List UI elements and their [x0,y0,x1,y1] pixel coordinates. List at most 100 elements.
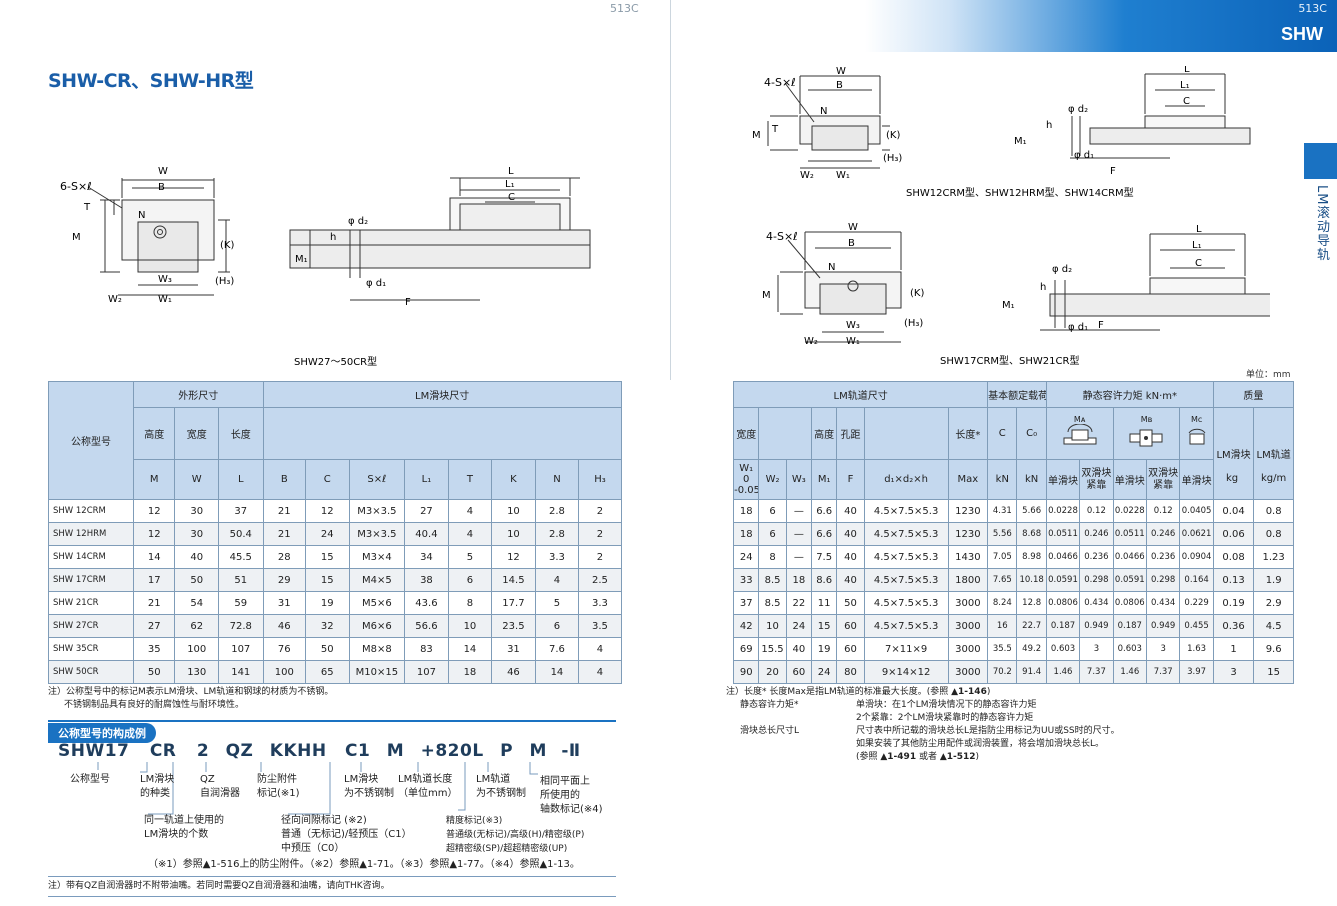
label-6-s: 6-S×ℓ [60,180,92,193]
label-d1: φ d₁ [1068,322,1088,333]
header-mc-label: Mᴄ [1190,414,1203,424]
header-gap [620,381,735,500]
cell-m1: 6.6 [810,522,838,546]
code-part-ss-rail: M [529,741,547,761]
header-w1-tol-upper: 0 [743,474,750,485]
cell-kgm: 15 [1253,660,1294,684]
header-mc-single: 单滑块 [1179,459,1214,500]
cell-f: 60 [836,637,865,661]
cell-mc: 3.97 [1179,660,1214,684]
header-w: W [174,459,219,500]
cell-max: 3000 [947,637,989,661]
cell-gap [620,545,735,569]
header-d-blank [863,407,949,460]
cell-ma1: 0.603 [1045,637,1081,661]
header-k: K [491,459,536,500]
cell-kg: 0.08 [1212,545,1255,569]
label-c: C [1195,258,1202,269]
header-mass: 质量 [1212,381,1295,408]
cell-gap [620,499,735,523]
header-w3: W₃ [785,459,813,500]
cell-c: 50 [305,637,350,661]
header-width: 宽度 [174,407,219,460]
header-block-c: C [305,459,350,500]
cell-l1: 83 [404,637,449,661]
header-moment: 静态容许力矩 kN·m* [1045,381,1214,408]
label-m1: M₁ [295,254,308,265]
cell-cc: 8.24 [987,591,1018,615]
cell-w1: 90 [733,660,760,684]
note-left-1: 注）公称型号中的标记M表示LM滑块、LM轨道和钢球的材质为不锈钢。 [48,687,334,697]
cell-w2: 20 [758,660,787,684]
note-moment-body: 单滑块：在1个LM滑块情况下的静态容许力矩 2个紧靠：2个LM滑块紧靠时的静态容… [856,699,1037,725]
cell-d: 4.5×7.5×5.3 [863,568,949,592]
page-divider [670,0,671,380]
header-sl: S×ℓ [348,459,406,500]
label-t: T [771,124,779,135]
figure-shw17-21: 4-S×ℓ W B N M (K) (H₃) W₃ W₂ W₁ L L₁ C φ… [762,222,1270,367]
label-w3: W₃ [158,274,172,285]
cell-sl: M3×4 [348,545,406,569]
cell-m1: 11 [810,591,838,615]
cell-m1: 24 [810,660,838,684]
mb-moment-icon [1129,429,1163,446]
label-m: M [72,232,81,243]
cell-mb1: 0.187 [1112,614,1147,638]
cell-w1: 69 [733,637,760,661]
ref-icon: ▲ [939,752,947,762]
cell-m1: 7.5 [810,545,838,569]
cell-mb1: 0.603 [1112,637,1147,661]
cell-w: 54 [174,591,219,615]
label-dust: 防尘附件 标记(※1) [257,773,300,801]
header-kn-2: kN [1016,459,1047,500]
label-qz-2: 自润滑器 [200,788,240,799]
header-max: Max [947,459,989,500]
cell-b: 21 [262,522,307,546]
cell-t: 8 [447,591,493,615]
cell-sl: M5×6 [348,591,406,615]
label-count-1: 同一轨道上使用的 [144,815,224,826]
cell-m: 12 [132,522,176,546]
label-block-type: LM滑块 的种类 [140,773,174,801]
cell-model: SHW 12HRM [48,522,134,546]
cell-mc: 0.164 [1179,568,1214,592]
cell-kgm: 2.9 [1253,591,1294,615]
cell-model: SHW 14CRM [48,545,134,569]
label-n: N [828,262,835,273]
note-total-ref-1[interactable]: 1-491 [887,752,917,762]
header-m: M [132,459,176,500]
note-moment-1: 单滑块：在1个LM滑块情况下的静态容许力矩 [856,700,1037,710]
code-part-clearance: C1 [345,741,371,761]
note-total-ref-2[interactable]: 1-512 [946,752,976,762]
cell-mb1: 0.0591 [1112,568,1147,592]
cell-model: SHW 21CR [48,591,134,615]
code-part-count: 2 [196,741,210,761]
example-code: SHW17 CR 2 QZ KKHH C1 M +820L P M -Ⅱ [58,741,618,761]
mass-unit-kg: kg [1226,473,1239,484]
cell-f: 40 [836,499,865,523]
mass-unit-kgm: kg/m [1261,473,1287,484]
label-c: C [1183,96,1190,107]
cell-mb2: 3 [1145,637,1181,661]
cell-sl: M6×6 [348,614,406,638]
cell-kg: 1 [1212,637,1255,661]
cell-m: 12 [132,499,176,523]
cell-max: 3000 [947,614,989,638]
cell-l: 37 [217,499,264,523]
label-rail-length-2: （单位mm） [398,788,458,799]
label-t: T [83,202,91,213]
cell-l: 107 [217,637,264,661]
cell-ma1: 0.0806 [1045,591,1081,615]
footer-note: 注）带有QZ自润滑器时不附带油嘴。若同时需要QZ自润滑器和油嘴，请向THK咨询。 [48,881,390,891]
cell-w3: 24 [785,614,813,638]
cell-m1: 19 [810,637,838,661]
label-accuracy-2: 普通级(无标记)/高级(H)/精密级(P) [446,830,585,840]
example-refs: （※1）参照▲1-516上的防尘附件。（※2）参照▲1-71。（※3）参照▲1-… [148,859,580,870]
header-b: B [262,459,307,500]
note-length-ref[interactable]: 1-146 [958,687,987,697]
label-l: L [1184,66,1190,75]
header-rail-blank [758,407,812,460]
label-d2: φ d₂ [348,216,368,227]
